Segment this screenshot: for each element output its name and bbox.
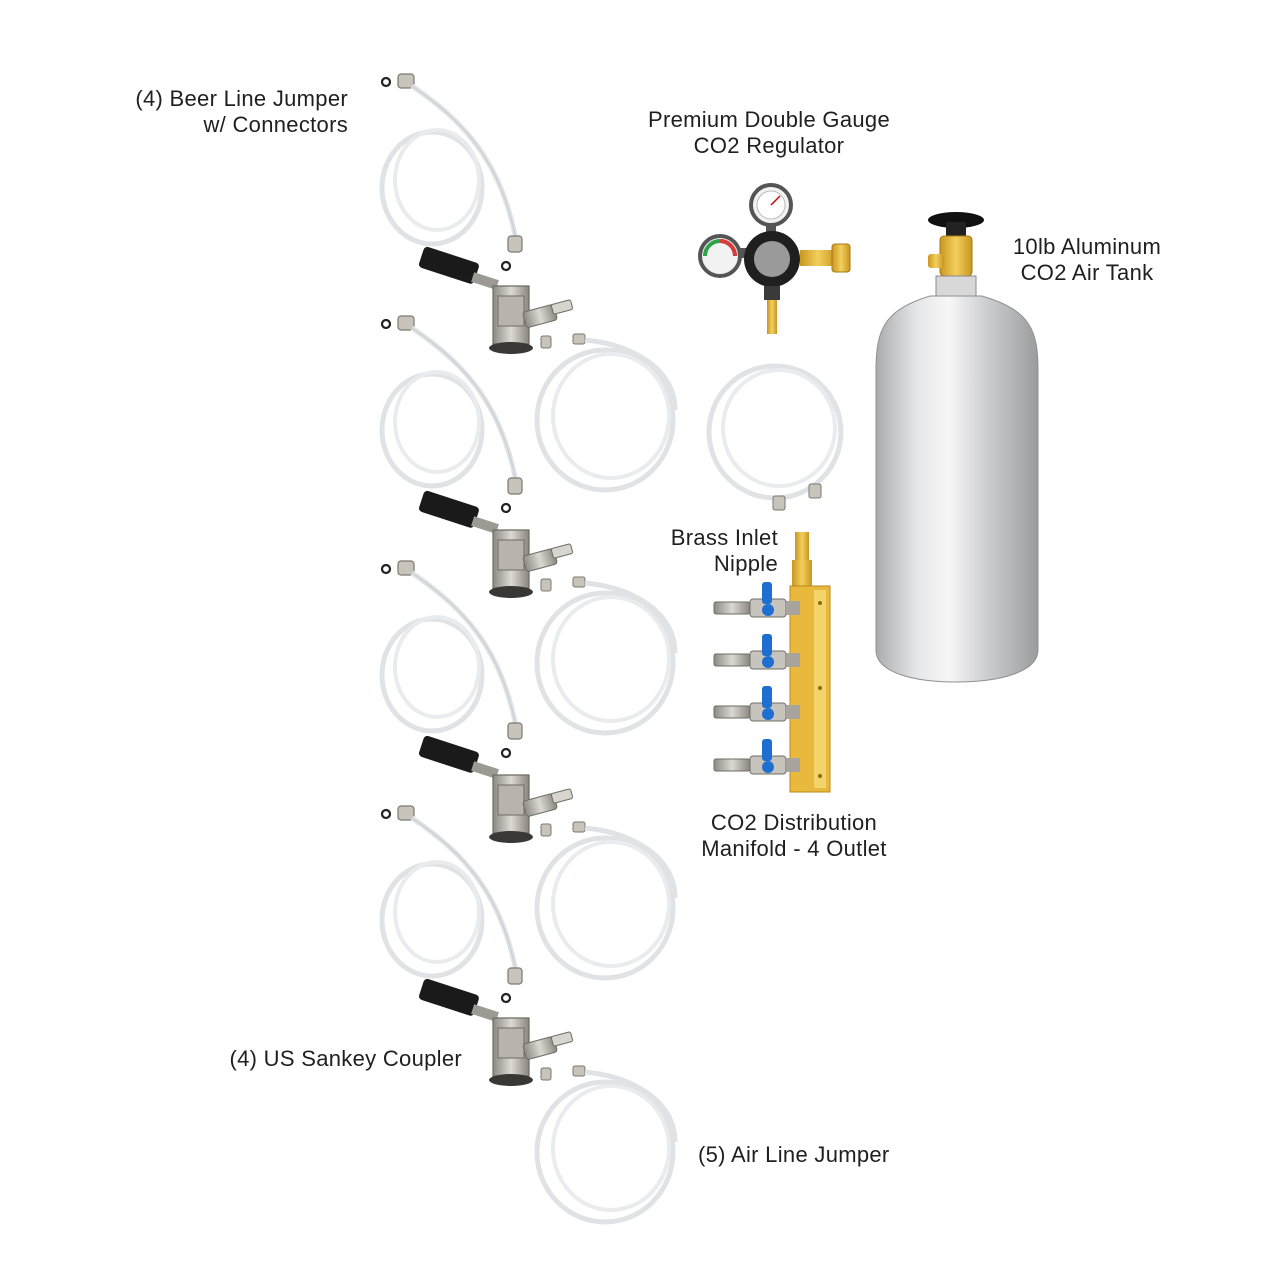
coupler-label: (4) US Sankey Coupler <box>180 1046 462 1072</box>
shutoff-valve-2 <box>713 633 801 670</box>
beer-line-coil-1 <box>382 74 522 270</box>
manifold-label-line2: Manifold - 4 Outlet <box>701 836 887 861</box>
air-line-coil-1 <box>537 334 675 490</box>
regulator-gauge <box>698 183 851 334</box>
shutoff-valve-1 <box>713 581 801 618</box>
beer-line-label-line1: (4) Beer Line Jumper <box>135 86 348 111</box>
regulator-label-line2: CO2 Regulator <box>693 133 845 158</box>
regulator-label-line1: Premium Double Gauge <box>647 107 890 132</box>
inlet-label: Brass Inlet Nipple <box>640 525 778 577</box>
coupler-label-line1: (4) US Sankey Coupler <box>229 1046 462 1071</box>
air-line-coil-4 <box>537 1066 675 1222</box>
distribution-manifold <box>789 532 831 793</box>
shutoff-valve-4 <box>713 738 801 775</box>
tank-label: 10lb Aluminum CO2 Air Tank <box>992 234 1182 286</box>
co2-tank <box>875 212 1039 683</box>
inlet-label-line2: Nipple <box>713 551 778 576</box>
inlet-label-line1: Brass Inlet <box>670 525 778 550</box>
beer-line-label: (4) Beer Line Jumper w/ Connectors <box>90 86 348 138</box>
manifold-label-line1: CO2 Distribution <box>710 810 878 835</box>
beer-line-label-line2: w/ Connectors <box>203 112 348 137</box>
air-line-coil-2 <box>537 577 675 733</box>
shutoff-valve-3 <box>713 685 801 722</box>
tank-label-line1: 10lb Aluminum <box>1012 234 1162 259</box>
air-line-coil-5 <box>706 363 844 511</box>
tank-label-line2: CO2 Air Tank <box>1020 260 1154 285</box>
air-line-coil-3 <box>537 822 675 978</box>
regulator-label: Premium Double Gauge CO2 Regulator <box>618 107 920 159</box>
air-line-label: (5) Air Line Jumper <box>698 1142 938 1168</box>
manifold-label: CO2 Distribution Manifold - 4 Outlet <box>676 810 912 862</box>
air-line-label-line1: (5) Air Line Jumper <box>698 1142 890 1167</box>
